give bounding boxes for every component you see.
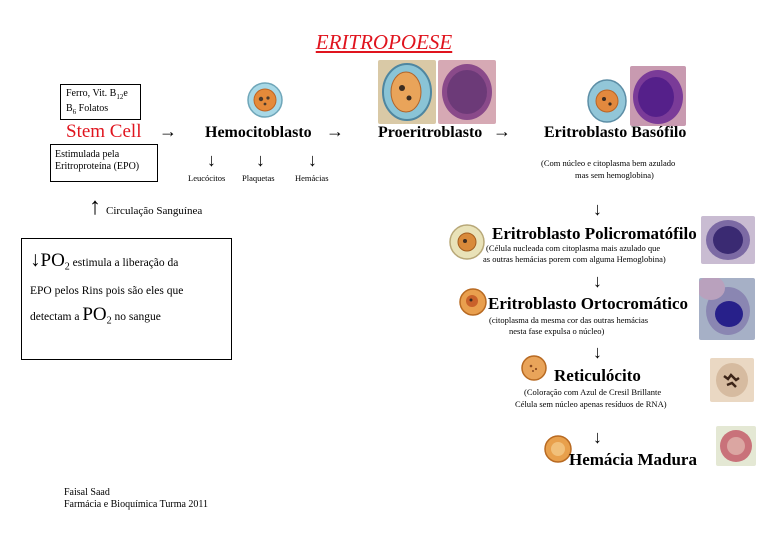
epo-line1: Estimulada pela (55, 149, 120, 160)
note-basofilo-2: mas sem hemoglobina) (575, 170, 654, 180)
arrow-down-branch-2: ↓ (256, 150, 265, 170)
micrograph-photo (701, 216, 755, 264)
micrograph-photo (710, 358, 754, 402)
stage-policromatofilo: Eritroblasto Policromatófilo (492, 224, 697, 243)
arrow-right-2: → (326, 121, 344, 141)
nutrient-text-2b: Folatos (76, 103, 109, 114)
note-basofilo-1: (Com núcleo e citoplasma bem azulado (541, 158, 676, 168)
arrow-right-3: → (493, 121, 511, 141)
cell-icon (521, 355, 547, 381)
circulation-label: Circulação Sanguínea (106, 205, 203, 217)
note-policromatofilo-2: as outras hemácias porem com alguma Hemo… (483, 254, 666, 264)
micrograph-photo (378, 60, 436, 124)
po2-line2: EPO pelos Rins pois são eles que (30, 285, 184, 298)
micrograph-photo (630, 66, 686, 126)
arrow-down-1: ↓ (593, 199, 602, 219)
arrow-right-1: → (159, 121, 177, 141)
note-policromatofilo-1: (Célula nucleada com citoplasma mais azu… (486, 243, 661, 253)
branch-hemacias: Hemácias (295, 173, 329, 183)
branch-plaquetas: Plaquetas (242, 173, 275, 183)
arrow-up: ↑ (89, 194, 101, 220)
arrow-down-3: ↓ (593, 342, 602, 362)
stage-proeritroblasto: Proeritroblasto (378, 124, 483, 141)
nutrient-text-b: e (123, 88, 128, 99)
po2-line1: estimula a liberação da (69, 257, 179, 269)
micrograph-photo (438, 60, 496, 124)
stage-ortocromatico: Eritroblasto Ortocromático (488, 294, 689, 313)
po2-sub: 2 (64, 261, 70, 273)
note-ortocromatico-2: nesta fase expulsa o núcleo) (509, 326, 605, 336)
cell-icon (247, 82, 283, 118)
po2-symbol-2: PO (82, 304, 107, 326)
stage-basofilo: Eritroblasto Basófilo (544, 124, 687, 141)
stem-cell-label: Stem Cell (66, 121, 142, 142)
epo-line2: Eritroproteína (EPO) (55, 161, 140, 172)
nutrient-sub-2: 6 (72, 108, 77, 116)
arrow-down-2: ↓ (593, 271, 602, 291)
note-reticulocito-1: (Coloração com Azul de Cresil Brillante (524, 387, 662, 397)
arrow-down-branch-1: ↓ (207, 150, 216, 170)
po2-sub-2: 2 (106, 315, 112, 327)
author-name: Faisal Saad (64, 487, 110, 498)
nutrient-sub: 12 (116, 93, 124, 101)
stage-hemocitoblasto: Hemocitoblasto (205, 124, 312, 141)
nutrient-box: Ferro, Vit. B12e B6 Folatos (60, 84, 141, 120)
po2-line3-end: no sangue (111, 311, 161, 324)
arrow-down-po2: ↓ (30, 247, 41, 271)
nutrient-text: Ferro, Vit. B (66, 88, 117, 99)
cell-icon (449, 224, 485, 260)
cell-icon (459, 288, 487, 316)
stage-hemacia: Hemácia Madura (569, 450, 697, 469)
epo-box: Estimulada pela Eritroproteína (EPO) (50, 144, 158, 182)
author-course: Farmácia e Bioquímica Turma 2011 (64, 499, 209, 510)
arrow-down-branch-3: ↓ (308, 150, 317, 170)
nutrient-text-2: B (66, 103, 73, 114)
cell-icon (544, 435, 572, 463)
po2-symbol: PO (40, 250, 65, 271)
micrograph-photo (699, 278, 755, 340)
po2-box: ↓PO2 estimula a liberação da EPO pelos R… (21, 238, 232, 360)
branch-leucocitos: Leucócitos (188, 173, 226, 183)
page-title: ERITROPOESE (315, 30, 453, 54)
note-reticulocito-2: Célula sem núcleo apenas resíduos de RNA… (515, 399, 667, 409)
cell-icon (587, 79, 627, 123)
po2-line3-start: detectam a (30, 311, 83, 324)
micrograph-photo (716, 426, 756, 466)
note-ortocromatico-1: (citoplasma da mesma cor das outras hemá… (489, 315, 649, 325)
arrow-down-4: ↓ (593, 427, 602, 447)
stage-reticulocito: Reticulócito (554, 366, 641, 385)
